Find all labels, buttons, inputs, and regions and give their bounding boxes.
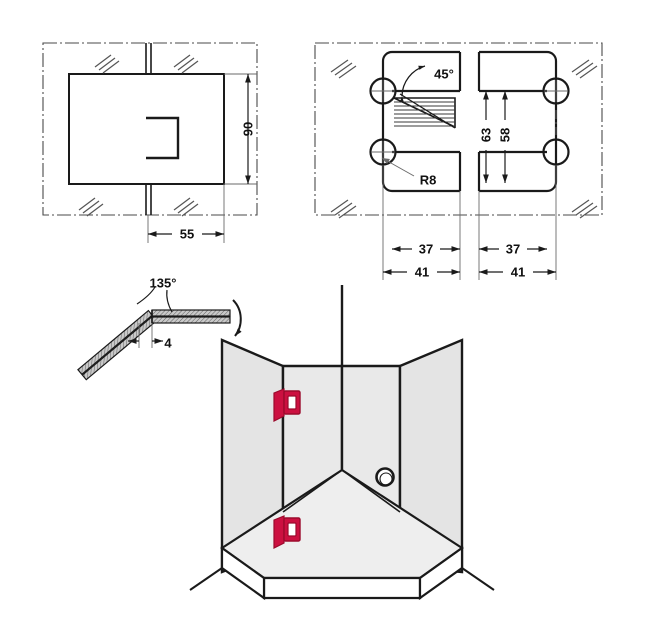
plan-glass-symbol-top-right — [571, 59, 598, 79]
plan-dim-label-left-37: 37 — [419, 242, 433, 257]
angle-detail-swing-arrow — [232, 299, 242, 337]
plan-right-plate-outline — [479, 50, 558, 193]
plan-dimension-right-41: 41 — [479, 262, 556, 282]
front-glass-symbol-bottom-left — [78, 197, 104, 217]
view-front-elevation: 90 55 — [42, 42, 258, 244]
plan-center-marks-left — [371, 80, 395, 163]
iso-ground-line-right — [461, 567, 495, 591]
front-hinge-knuckle — [146, 116, 180, 160]
front-dimension-height: 90 — [224, 73, 257, 185]
plan-dim-extensions — [382, 165, 557, 280]
iso-hinge-marker-upper[interactable] — [273, 388, 301, 422]
angle-detail-135-label: 135° — [150, 276, 177, 291]
angle-detail-label-4: 4 — [164, 336, 172, 351]
plan-glass-symbol-bottom-right — [571, 199, 598, 219]
plan-glass-boundary — [314, 42, 603, 216]
view-isometric-enclosure — [189, 285, 495, 601]
iso-floor-fold-right — [341, 469, 401, 513]
plan-angle-45-label: 45° — [434, 67, 454, 82]
plan-dimension-left-41: 41 — [383, 262, 460, 282]
plan-corner-radius-br — [542, 138, 570, 166]
front-glass-symbol-top-right — [173, 54, 199, 74]
angle-detail-horizontal-leaf — [151, 309, 231, 324]
plan-dim-label-right-37: 37 — [506, 242, 520, 257]
iso-shower-tray-riser — [262, 576, 422, 600]
iso-tray-skirt-left — [220, 545, 266, 601]
front-glass-symbol-bottom-right — [173, 197, 199, 217]
iso-door-knob — [375, 467, 395, 487]
plan-corner-radius-bl — [369, 138, 397, 166]
iso-ground-line-left — [189, 567, 223, 591]
iso-hinge-marker-lower[interactable] — [273, 515, 301, 549]
plan-glass-symbol-bottom-left — [330, 199, 357, 219]
front-dim-label-height: 90 — [241, 122, 256, 136]
front-dimension-width: 55 — [147, 184, 225, 244]
plan-corner-radius-tr — [542, 77, 570, 105]
plan-dim-label-left-41: 41 — [415, 265, 429, 280]
plan-corner-radius-tl — [369, 77, 397, 105]
plan-dim-label-58: 58 — [498, 128, 513, 142]
plan-left-plate-outline — [381, 50, 460, 193]
angle-detail-inclined-leaf — [77, 309, 158, 381]
plan-dimension-left-37: 37 — [392, 239, 460, 259]
plan-glass-symbol-top-left — [330, 59, 357, 79]
view-plan: 45° R8 63 58 — [314, 42, 603, 282]
iso-tray-skirt-right — [418, 545, 464, 601]
plan-radius-r8-annotation: R8 — [381, 157, 437, 188]
plan-radius-r8-label: R8 — [420, 173, 437, 188]
plan-dimension-right-37: 37 — [479, 239, 547, 259]
front-glass-symbol-top-left — [94, 54, 120, 74]
plan-dimension-63: 63 — [478, 91, 495, 183]
plan-center-marks-right — [544, 80, 568, 135]
plan-dim-label-right-41: 41 — [511, 265, 525, 280]
plan-angle-45-annotation: 45° — [399, 65, 456, 129]
angle-detail-135-annotation: 135° — [136, 276, 177, 313]
angle-detail-dimension-4: 4 — [128, 323, 172, 351]
plan-dimension-58: 58 — [497, 91, 514, 183]
plan-dim-label-63: 63 — [479, 128, 494, 142]
iso-right-angled-panel — [398, 338, 464, 574]
front-glass-boundary — [42, 42, 258, 216]
view-angle-detail: 135° 4 — [77, 276, 242, 381]
front-dim-label-width: 55 — [180, 227, 194, 242]
iso-floor-fold-left — [282, 469, 343, 513]
